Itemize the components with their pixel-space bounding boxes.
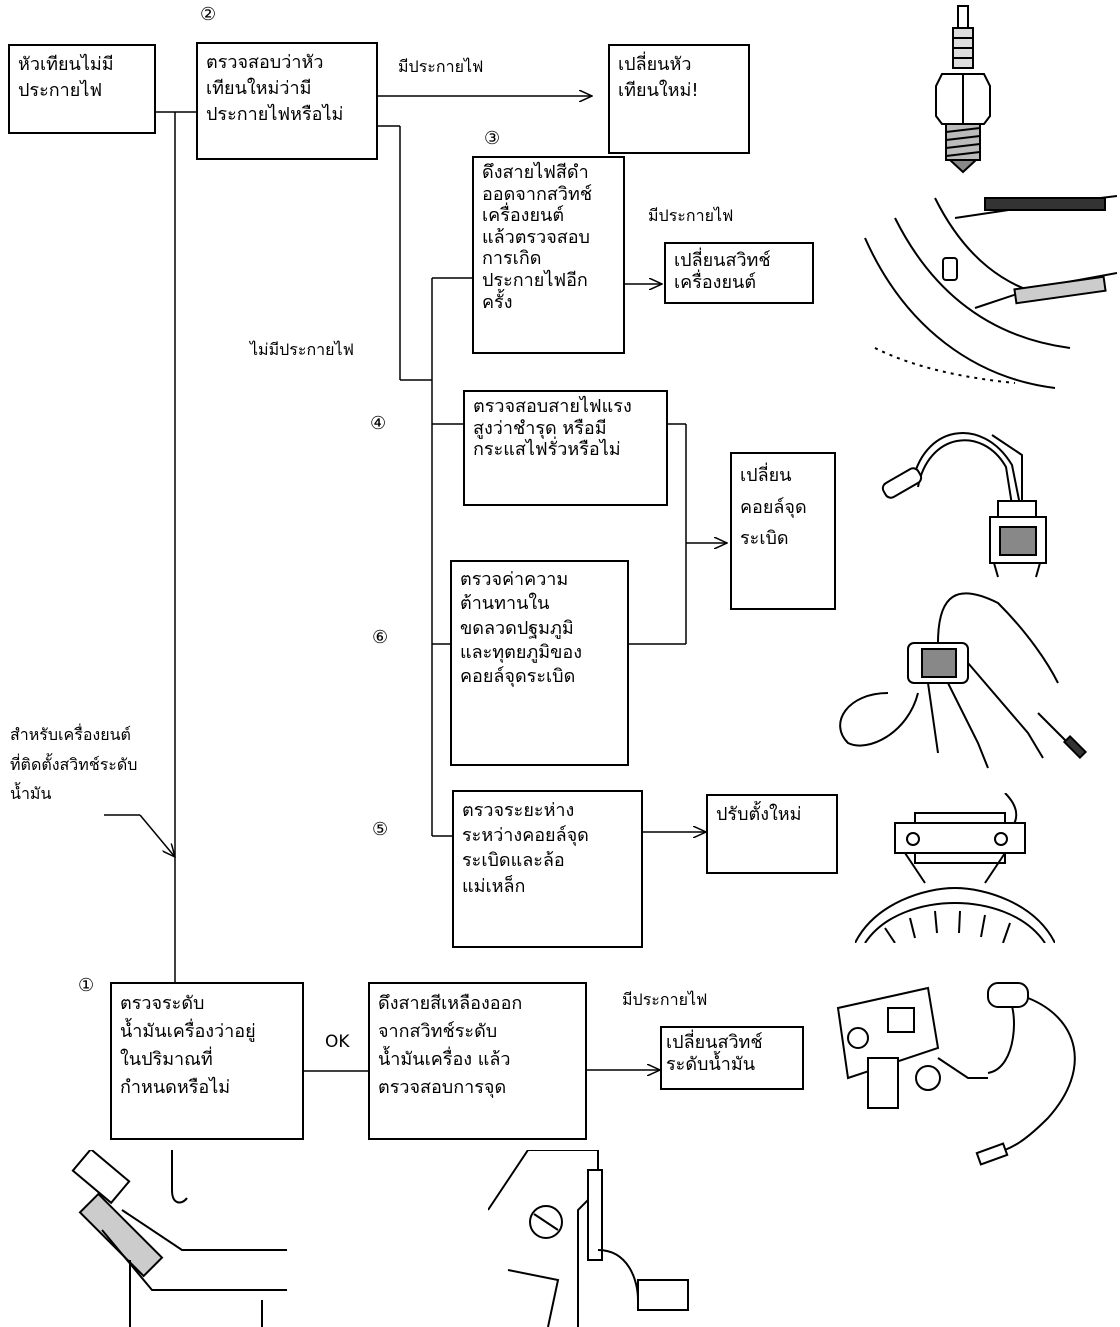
replace-plug-box: เปลี่ยนหัว เทียนใหม่! (608, 44, 750, 154)
replace-ignition-coil-box: เปลี่ยน คอยล์จุด ระเบิด (730, 452, 836, 610)
step-number-6: ⑥ (372, 627, 389, 648)
spark-label: มีประกายไฟ (622, 990, 708, 1009)
spark-plug-icon (935, 5, 991, 174)
no-spark-label: ไม่มีประกายไฟ (250, 340, 354, 359)
no-spark-box: หัวเทียนไม่มี ประกายไฟ (8, 44, 156, 134)
pull-black-wire-box: ดึงสายไฟสีดำ ออดจากสวิทช์ เครื่องยนต์ แล… (472, 156, 625, 354)
flywheel-wire-icon (864, 195, 1117, 389)
replace-engine-switch-box: เปลี่ยนสวิทช์ เครื่องยนต์ (664, 242, 814, 304)
coil-gap-icon (855, 793, 1055, 943)
ignition-coil-icon (881, 431, 1047, 578)
step-number-1: ① (78, 975, 95, 996)
ok-label: OK (325, 1032, 350, 1052)
oil-dipstick-icon (71, 1150, 287, 1327)
check-new-plug-box: ตรวจสอบว่าหัว เทียนใหม่ว่ามี ประกายไฟหรื… (196, 42, 378, 160)
check-gap-box: ตรวจระยะห่าง ระหว่างคอยล์จุด ระเบิดและล้… (452, 790, 643, 948)
spark-label: มีประกายไฟ (648, 206, 734, 225)
step-number-5: ⑤ (372, 819, 389, 840)
pull-yellow-wire-box: ดึงสายสีเหลืองออก จากสวิทช์ระดับ น้ำมันเ… (368, 982, 587, 1140)
readjust-box: ปรับตั้งใหม่ (706, 794, 838, 874)
coil-leads-icon (839, 592, 1088, 769)
check-resistance-box: ตรวจค่าความ ต้านทานใน ขดลวดปฐมภูมิ และทุ… (450, 560, 629, 766)
check-oil-level-box: ตรวจระดับ น้ำมันเครื่องว่าอยู่ ในปริมาณท… (110, 982, 304, 1140)
replace-oil-switch-box: เปลี่ยนสวิทช์ ระดับน้ำมัน (660, 1026, 804, 1090)
step-number-3: ③ (484, 128, 501, 149)
oil-level-switch-icon (836, 982, 1076, 1166)
step-number-4: ④ (370, 413, 387, 434)
spark-label: มีประกายไฟ (398, 57, 484, 76)
oil-switch-note: สำหรับเครื่องยนต์ ที่ติดตั้งสวิทช์ระดับ … (10, 725, 138, 804)
step-number-2: ② (200, 4, 217, 25)
engine-switch-icon (488, 1150, 689, 1327)
check-hv-wire-box: ตรวจสอบสายไฟแรง สูงว่าชำรุด หรือมี กระแส… (463, 390, 668, 506)
